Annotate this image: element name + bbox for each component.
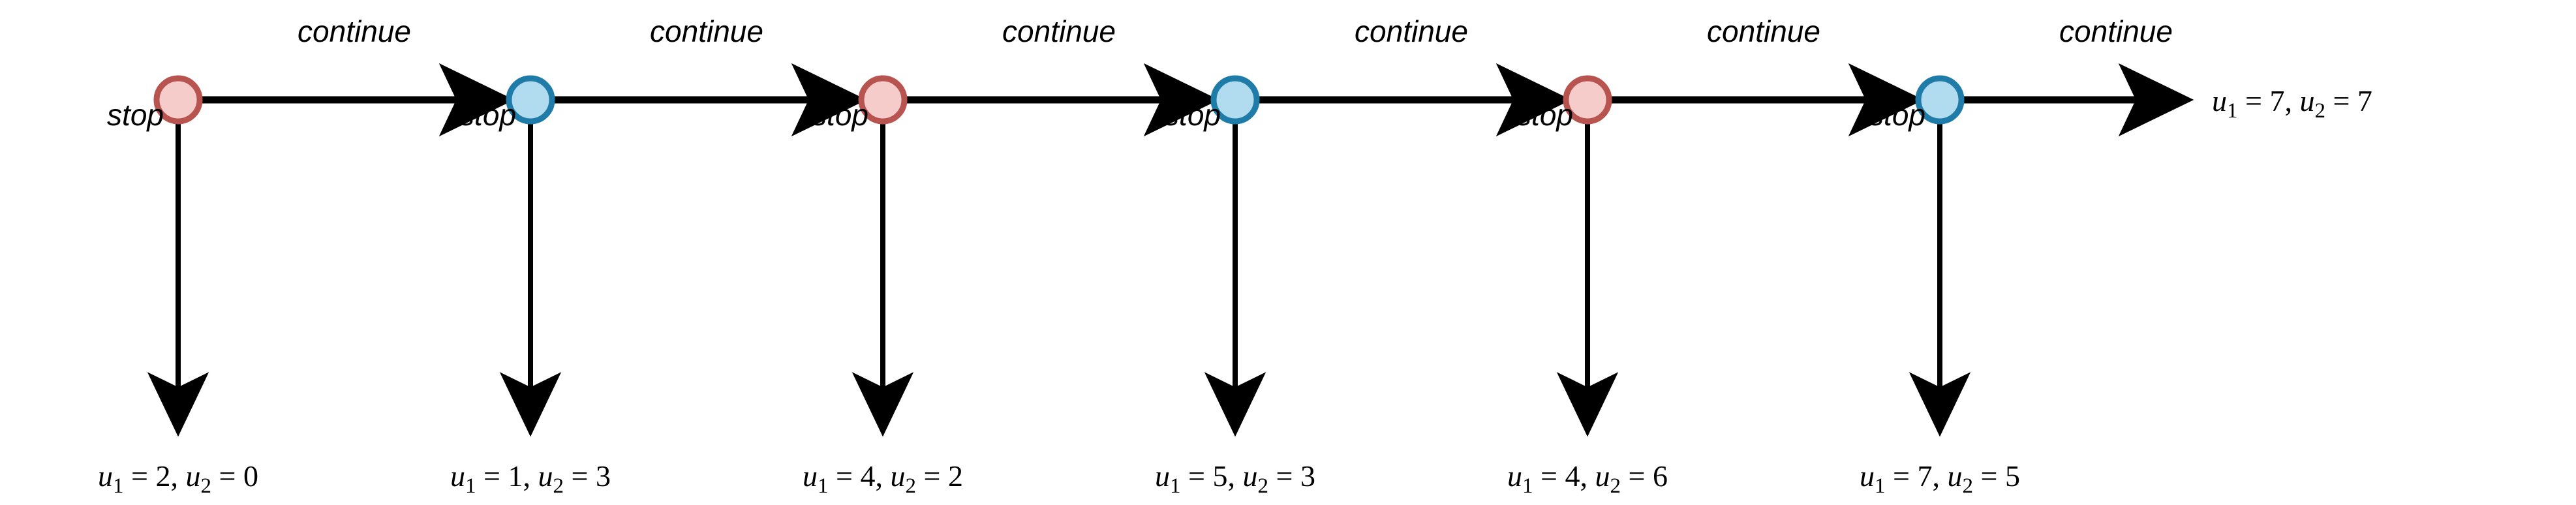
decision-node-n4-player2[interactable] — [1210, 75, 1260, 125]
decision-nodes-group — [153, 75, 1965, 125]
stop-payoff-4: u1 = 5, u2 = 3 — [1155, 459, 1315, 498]
payoff-labels-group: u1 = 2, u2 = 0 u1 = 1, u2 = 3 u1 = 4, u2 =… — [98, 459, 2020, 498]
stop-payoff-1: u1 = 2, u2 = 0 — [98, 459, 258, 498]
continue-label-1: continue — [298, 14, 411, 48]
stop-label-2: stop — [459, 98, 516, 132]
stop-label-5: stop — [1516, 98, 1573, 132]
stop-label-4: stop — [1164, 98, 1221, 132]
terminal-payoff-group: u1 = 7, u2 = 7 — [2212, 84, 2372, 123]
continue-label-4: continue — [1355, 14, 1468, 48]
decision-node-n3-player1[interactable] — [858, 75, 908, 125]
stop-label-3: stop — [812, 98, 868, 132]
stop-payoff-5: u1 = 4, u2 = 6 — [1507, 459, 1668, 498]
decision-node-n5-player1[interactable] — [1563, 75, 1612, 125]
stop-labels-group: stop stop stop stop stop stop — [107, 98, 1925, 132]
stop-edges-group — [147, 121, 1971, 437]
continue-label-5: continue — [1707, 14, 1820, 48]
decision-node-n1-player1[interactable] — [153, 75, 203, 125]
stop-payoff-3: u1 = 4, u2 = 2 — [803, 459, 963, 498]
continue-labels-group: continue continue continue continue continue… — [298, 14, 2173, 48]
stop-label-1: stop — [107, 98, 164, 132]
stop-payoff-2: u1 = 1, u2 = 3 — [450, 459, 611, 498]
decision-node-n6-player2[interactable] — [1915, 75, 1965, 125]
continue-label-2: continue — [650, 14, 763, 48]
decision-node-n2-player2[interactable] — [506, 75, 555, 125]
stop-payoff-6: u1 = 7, u2 = 5 — [1860, 459, 2020, 498]
terminal-payoff-label: u1 = 7, u2 = 7 — [2212, 84, 2372, 123]
continue-label-6: continue — [2059, 14, 2173, 48]
stop-label-6: stop — [1869, 98, 1925, 132]
continue-label-3: continue — [1002, 14, 1116, 48]
